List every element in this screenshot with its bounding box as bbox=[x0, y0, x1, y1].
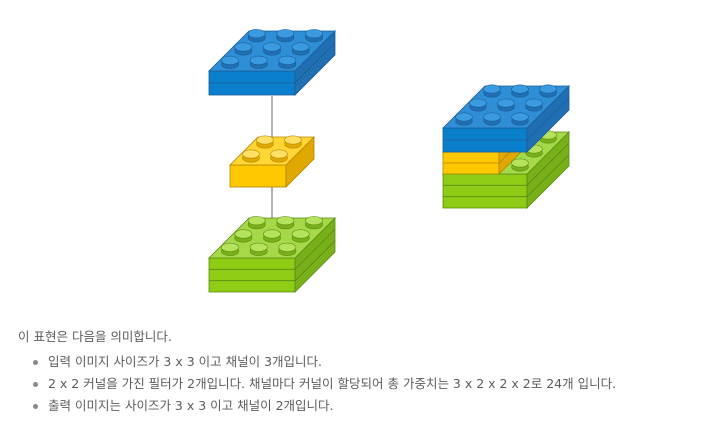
stud-top bbox=[221, 242, 239, 252]
block-side-layer-line bbox=[294, 42, 336, 84]
stud-top bbox=[539, 84, 557, 94]
bullet-list: 입력 이미지 사이즈가 3 x 3 이고 채널이 3개입니다. 2 x 2 커널… bbox=[18, 354, 616, 420]
stud-top bbox=[291, 229, 310, 239]
stud-top bbox=[276, 216, 295, 226]
stud-top bbox=[305, 216, 323, 226]
stud-top bbox=[247, 29, 266, 39]
stud-top bbox=[291, 42, 310, 52]
stud-top bbox=[284, 135, 302, 145]
bullet-text: 2 x 2 커널을 가진 필터가 2개입니다. 채널마다 커널이 할당되어 총 … bbox=[48, 376, 617, 391]
stacked-blocks bbox=[442, 84, 570, 209]
stud-top bbox=[483, 84, 501, 94]
block-side-layer-line bbox=[294, 229, 336, 270]
stud-top bbox=[221, 55, 239, 65]
stud-top bbox=[263, 229, 281, 239]
filter-block-yellow bbox=[229, 135, 315, 188]
block-front-face bbox=[442, 173, 528, 209]
stud-top bbox=[455, 112, 473, 122]
bullet-dot bbox=[33, 360, 38, 365]
stud-top bbox=[270, 149, 288, 159]
stud-top bbox=[234, 229, 253, 239]
stud-top bbox=[525, 98, 543, 108]
bullet-item-filter: 2 x 2 커널을 가진 필터가 2개입니다. 채널마다 커널이 할당되어 총 … bbox=[18, 376, 616, 398]
stud-top bbox=[511, 112, 529, 122]
stud-top bbox=[276, 29, 295, 39]
stud-top bbox=[247, 216, 266, 226]
stud-top bbox=[483, 112, 501, 122]
stud-top bbox=[497, 98, 515, 108]
stud-top bbox=[511, 158, 529, 168]
stud-top bbox=[278, 242, 297, 252]
stacked-blue-block bbox=[442, 84, 570, 153]
bullet-dot bbox=[33, 404, 38, 409]
stud-top bbox=[256, 135, 274, 145]
description-text: 이 표현은 다음을 의미합니다. bbox=[18, 329, 172, 344]
bullet-text: 출력 이미지는 사이즈가 3 x 3 이고 채널이 2개입니다. bbox=[48, 398, 334, 413]
stud-top bbox=[305, 29, 323, 39]
block-side-layer-line bbox=[526, 154, 570, 197]
block-front-face bbox=[229, 164, 287, 188]
bullet-item-output: 출력 이미지는 사이즈가 3 x 3 이고 채널이 2개입니다. bbox=[18, 398, 616, 420]
stud-top bbox=[234, 42, 253, 52]
block-side-layer-line bbox=[526, 143, 570, 186]
input-block-green bbox=[208, 216, 336, 293]
stud-top bbox=[242, 149, 260, 159]
stud-top bbox=[469, 98, 487, 108]
lego-convolution-diagram bbox=[208, 29, 570, 293]
stud-top bbox=[511, 84, 529, 94]
bullet-dot bbox=[33, 382, 38, 387]
output-block-blue bbox=[208, 29, 336, 96]
stud-top bbox=[263, 42, 281, 52]
stud-top bbox=[278, 55, 297, 65]
stud-top bbox=[249, 55, 268, 65]
block-side-layer-line bbox=[294, 240, 336, 281]
block-side-layer-line bbox=[526, 97, 570, 141]
stud-top bbox=[249, 242, 268, 252]
block-front-face bbox=[208, 257, 296, 293]
bullet-text: 입력 이미지 사이즈가 3 x 3 이고 채널이 3개입니다. bbox=[48, 354, 323, 369]
bullet-item-input: 입력 이미지 사이즈가 3 x 3 이고 채널이 3개입니다. bbox=[18, 354, 616, 376]
